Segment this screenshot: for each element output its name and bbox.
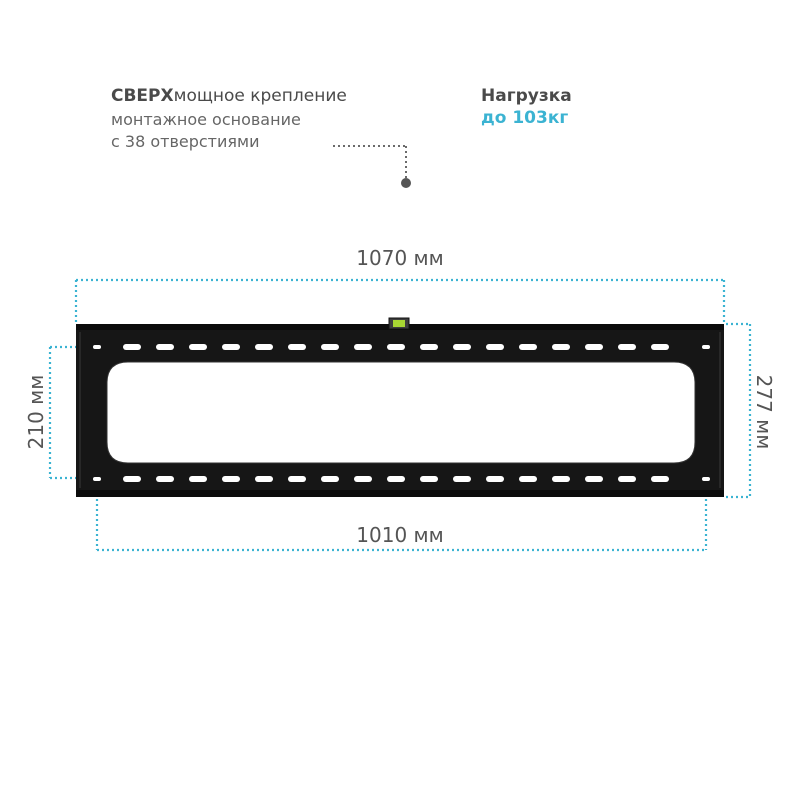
mounting-slot	[585, 344, 603, 350]
feature-line2: монтажное основание	[111, 110, 301, 129]
mounting-slot	[321, 476, 339, 482]
mounting-slot	[288, 344, 306, 350]
hole-width-label: 1010 мм	[356, 523, 444, 547]
mounting-slot	[552, 344, 570, 350]
load-value: до 103кг	[481, 108, 569, 128]
mounting-slot	[189, 476, 207, 482]
mounting-slots	[93, 344, 710, 482]
mounting-slot	[288, 476, 306, 482]
mounting-slot	[651, 344, 669, 350]
mounting-slot	[585, 476, 603, 482]
mounting-slot	[222, 344, 240, 350]
mounting-slot	[354, 344, 372, 350]
mounting-slot	[387, 476, 405, 482]
mounting-slot	[123, 344, 141, 350]
end-mounting-hole	[702, 477, 710, 481]
mounting-slot	[354, 476, 372, 482]
outer-width-label: 1070 мм	[356, 246, 444, 270]
mounting-slot	[420, 344, 438, 350]
feature-headline-bold: СВЕРХ	[111, 86, 174, 106]
mounting-slot	[123, 476, 141, 482]
mounting-slot	[453, 344, 471, 350]
mounting-slot	[321, 344, 339, 350]
hole-height-label: 210 мм	[24, 374, 48, 450]
mounting-slot	[651, 476, 669, 482]
mounting-slot	[255, 344, 273, 350]
end-mounting-hole	[93, 345, 101, 349]
callout-dot	[401, 178, 411, 188]
feature-headline: СВЕРХмощное крепление	[111, 86, 347, 106]
mounting-slot	[255, 476, 273, 482]
load-label: Нагрузка	[481, 86, 572, 106]
callout-leader	[333, 145, 411, 188]
mounting-slot	[486, 344, 504, 350]
end-mounting-hole	[93, 477, 101, 481]
mounting-slot	[486, 476, 504, 482]
mounting-slot	[552, 476, 570, 482]
mounting-slot	[387, 344, 405, 350]
mounting-slot	[519, 344, 537, 350]
mounting-slot	[519, 476, 537, 482]
mounting-slot	[189, 344, 207, 350]
mounting-slot	[156, 476, 174, 482]
mounting-slot	[453, 476, 471, 482]
mounting-slot	[618, 476, 636, 482]
dimension-lines	[48, 278, 752, 552]
mounting-slot	[156, 344, 174, 350]
mounting-slot	[618, 344, 636, 350]
mounting-slot	[420, 476, 438, 482]
outer-height-label: 277 мм	[752, 374, 776, 450]
end-mounting-hole	[702, 345, 710, 349]
bubble-level	[388, 317, 410, 330]
mounting-slot	[222, 476, 240, 482]
feature-line3: с 38 отверстиями	[111, 132, 260, 151]
feature-headline-rest: мощное крепление	[173, 86, 347, 106]
